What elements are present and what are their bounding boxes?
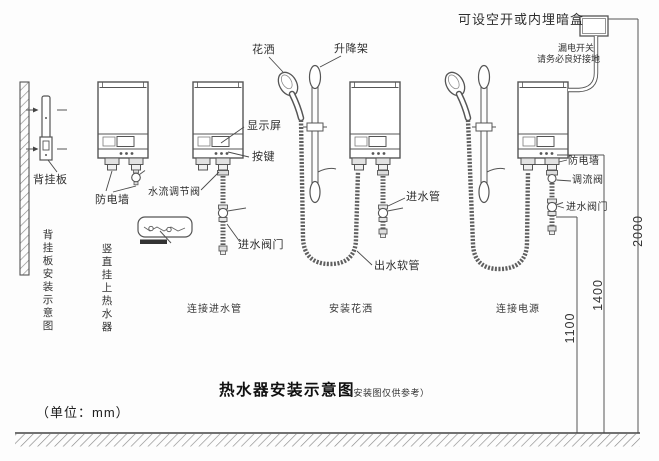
dimension-2000: 2000 <box>631 215 646 247</box>
shower-rail-2 <box>441 64 531 272</box>
diagram-title-note: （安装图仅供参考） <box>344 388 430 398</box>
label-anti-electric-wall-2: 防电墙 <box>568 156 600 167</box>
dimension-lines <box>556 18 639 433</box>
caption-install-shower: 安装花洒 <box>329 304 373 315</box>
label-buttons: 按键 <box>252 151 275 163</box>
label-inlet-valve-1: 进水阀门 <box>238 239 284 251</box>
dimension-1100: 1100 <box>563 312 578 344</box>
label-inlet-valve-2: 进水阀门 <box>566 202 608 213</box>
label-anti-electric-wall-1: 防电墙 <box>95 194 130 206</box>
ground <box>15 432 640 447</box>
mounting-bracket-sketch <box>137 216 193 244</box>
label-outlet-hose: 出水软管 <box>374 260 420 272</box>
heater-unit-hang <box>97 81 149 193</box>
label-leakage-switch: 漏电开关 <box>558 43 595 53</box>
label-display-screen: 显示屏 <box>247 120 282 132</box>
heater-unit-inlet <box>192 81 250 255</box>
label-back-plate: 背挂板 <box>33 174 68 186</box>
back-plate <box>26 95 67 173</box>
label-inlet-pipe: 进水管 <box>406 191 441 203</box>
label-breaker-note: 可设空开或内埋暗盒 <box>458 12 585 27</box>
breaker-box <box>579 15 609 37</box>
diagram-title: 热水器安装示意图 <box>219 382 356 399</box>
heater-unit-shower <box>349 81 406 266</box>
label-grounding-note: 请务必良好接地 <box>537 54 601 64</box>
dimension-1400: 1400 <box>591 279 606 311</box>
caption-back-plate-install: 背挂板安装示意图 <box>41 229 54 333</box>
shower-rail-1 <box>268 55 361 267</box>
heater-unit-power <box>517 81 572 235</box>
label-flow-adjust-valve: 水流调节阀 <box>148 187 201 198</box>
wall-section <box>19 81 30 276</box>
power-cable <box>568 36 599 93</box>
caption-connect-power: 连接电源 <box>496 304 540 315</box>
label-shower-head: 花洒 <box>252 44 275 56</box>
unit-note: （单位：mm） <box>36 405 130 420</box>
caption-connect-inlet-pipe: 连接进水管 <box>187 304 242 315</box>
label-flow-valve-2: 调流阀 <box>572 175 604 186</box>
label-lift-rack: 升降架 <box>334 43 369 55</box>
caption-hang-heater: 竖直挂上热水器 <box>100 243 113 334</box>
